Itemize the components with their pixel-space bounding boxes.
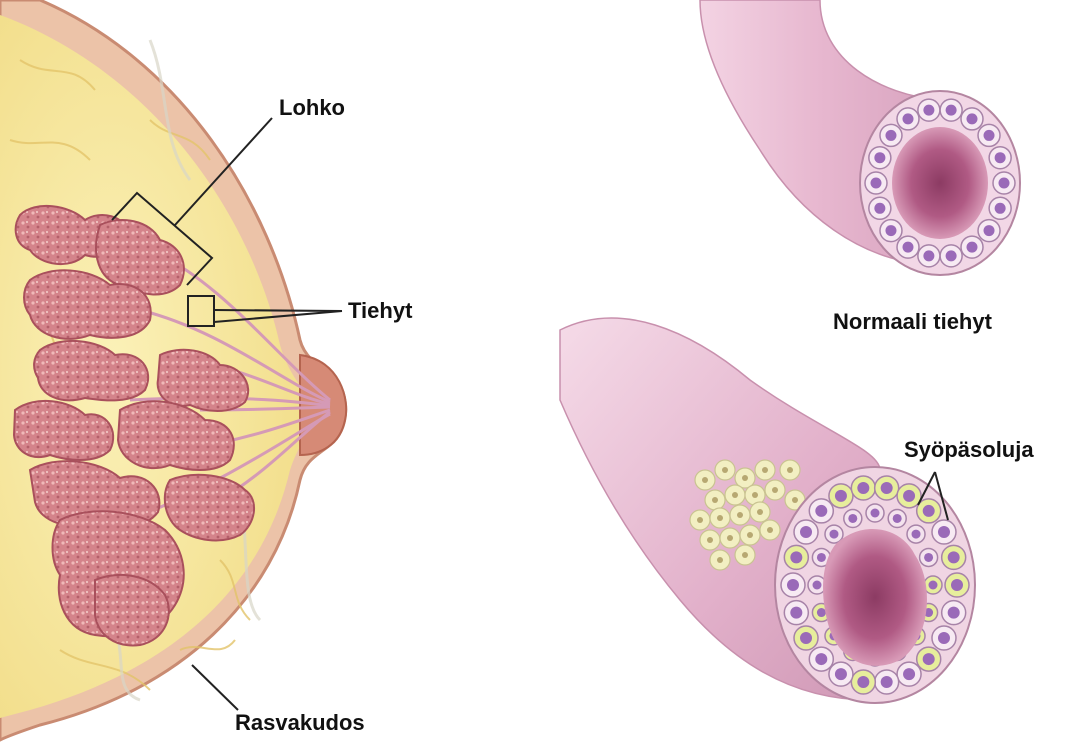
cell-nucleus [871,178,882,189]
cell-nucleus [817,553,826,562]
cell-nucleus [874,203,885,214]
cell-nucleus [815,505,827,517]
cell-nucleus [800,632,812,644]
cell-nucleus [967,113,978,124]
cell-nucleus [929,581,938,590]
normal-duct-illustration [700,0,1020,275]
cell-nucleus [999,178,1010,189]
cell-nucleus [885,130,896,141]
cell-nucleus [772,487,778,493]
cell-nucleus [951,579,963,591]
cell-nucleus [885,225,896,236]
cell-nucleus [903,242,914,253]
cell-nucleus [697,517,703,523]
cell-nucleus [722,467,728,473]
cell-nucleus [790,551,802,563]
cell-nucleus [984,225,995,236]
cell-nucleus [924,553,933,562]
cell-nucleus [912,530,921,539]
cell-nucleus [848,514,857,523]
cell-nucleus [787,579,799,591]
cancer-duct-illustration [560,318,975,703]
cell-nucleus [815,653,827,665]
cell-nucleus [737,512,743,518]
cell-nucleus [967,242,978,253]
cell-nucleus [790,607,802,619]
cell-nucleus [787,467,793,473]
cell-nucleus [707,537,713,543]
label-cancer-cells: Syöpäsoluja [904,437,1034,463]
cell-nucleus [727,535,733,541]
cell-nucleus [717,515,723,521]
cell-nucleus [938,632,950,644]
cell-nucleus [747,532,753,538]
cell-nucleus [767,527,773,533]
label-normal-duct: Normaali tiehyt [833,309,992,335]
cell-nucleus [871,509,880,518]
cell-nucleus [903,668,915,680]
cell-nucleus [757,509,763,515]
cell-nucleus [938,526,950,538]
cell-nucleus [893,514,902,523]
cell-nucleus [857,676,869,688]
cell-nucleus [835,490,847,502]
cell-nucleus [946,105,957,116]
cell-nucleus [903,113,914,124]
cell-nucleus [857,482,869,494]
cell-nucleus [948,551,960,563]
cell-nucleus [792,497,798,503]
cell-nucleus [923,105,934,116]
cell-nucleus [702,477,708,483]
cell-nucleus [874,152,885,163]
cell-nucleus [762,467,768,473]
cell-nucleus [923,250,934,261]
cell-nucleus [712,497,718,503]
cell-nucleus [752,492,758,498]
cell-nucleus [948,607,960,619]
cell-nucleus [829,530,838,539]
cell-nucleus [817,608,826,617]
fat-tissue-pointer [192,665,238,710]
cell-nucleus [742,552,748,558]
cell-nucleus [946,250,957,261]
cell-nucleus [813,581,822,590]
cell-nucleus [881,482,893,494]
cell-nucleus [903,490,915,502]
label-lobe: Lohko [279,95,345,121]
label-duct: Tiehyt [348,298,412,324]
label-fat-tissue: Rasvakudos [235,710,365,736]
cell-nucleus [742,475,748,481]
cell-nucleus [835,668,847,680]
cell-nucleus [923,505,935,517]
cell-nucleus [995,203,1006,214]
cell-nucleus [732,492,738,498]
cell-nucleus [717,557,723,563]
cell-nucleus [995,152,1006,163]
cell-nucleus [881,676,893,688]
cell-nucleus [984,130,995,141]
cell-nucleus [923,653,935,665]
cell-nucleus [800,526,812,538]
